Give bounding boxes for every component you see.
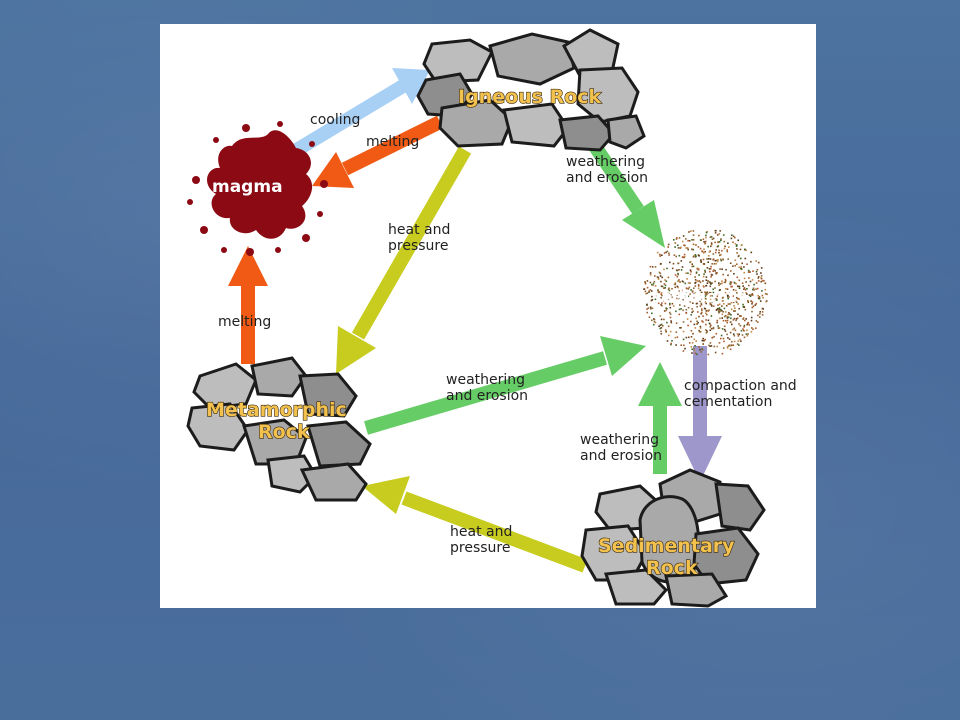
label-compaction-line2: cementation	[684, 394, 772, 410]
igneous-rock: Igneous Rock	[416, 28, 646, 152]
sediments-label: sediments	[652, 287, 745, 306]
magma-splat: magma	[187, 121, 328, 256]
arrow-heat-pressure-sedimentary	[362, 476, 588, 573]
metamorphic-rock: Metamorphic Rock	[186, 356, 372, 502]
label-heat-sed-line1: heat and	[450, 524, 512, 540]
rock-cycle-diagram: Igneous Rock magma sediments Metamorphic…	[160, 24, 816, 608]
sedimentary-rock-label-line1: Sedimentary	[598, 535, 735, 557]
sedimentary-rock: Sedimentary Rock	[580, 468, 766, 608]
label-weathering-sed-line1: weathering	[580, 432, 659, 448]
arrow-melting-top	[312, 115, 444, 188]
arrow-weathering-igneous	[586, 138, 665, 248]
magma-label: magma	[212, 177, 283, 197]
label-weathering-meta-line2: and erosion	[446, 388, 528, 404]
label-weathering-sed-line2: and erosion	[580, 448, 662, 464]
label-heat-igneous-line1: heat and	[388, 222, 450, 238]
label-melting-top: melting	[366, 134, 419, 150]
label-cooling: cooling	[310, 112, 360, 128]
arrow-weathering-metamorphic	[364, 336, 646, 435]
arrow-cooling	[276, 68, 430, 166]
label-weathering-igneous-line2: and erosion	[566, 170, 648, 186]
label-compaction-line1: compaction and	[684, 378, 797, 394]
metamorphic-rock-label-line1: Metamorphic	[206, 399, 347, 421]
label-weathering-igneous-line1: weathering	[566, 154, 645, 170]
igneous-rock-label: Igneous Rock	[458, 86, 602, 108]
sedimentary-rock-label-line2: Rock	[646, 557, 698, 579]
arrow-melting-left	[228, 246, 268, 364]
arrow-weathering-sedimentary	[638, 362, 682, 474]
arrow-heat-pressure-igneous	[336, 146, 472, 374]
arrow-compaction	[678, 346, 722, 482]
sediments-cloud: sediments	[643, 229, 768, 356]
label-heat-sed-line2: pressure	[450, 540, 510, 556]
metamorphic-rock-label-line2: Rock	[258, 421, 310, 443]
label-heat-igneous-line2: pressure	[388, 238, 448, 254]
label-weathering-meta-line1: weathering	[446, 372, 525, 388]
label-melting-left: melting	[218, 314, 271, 330]
